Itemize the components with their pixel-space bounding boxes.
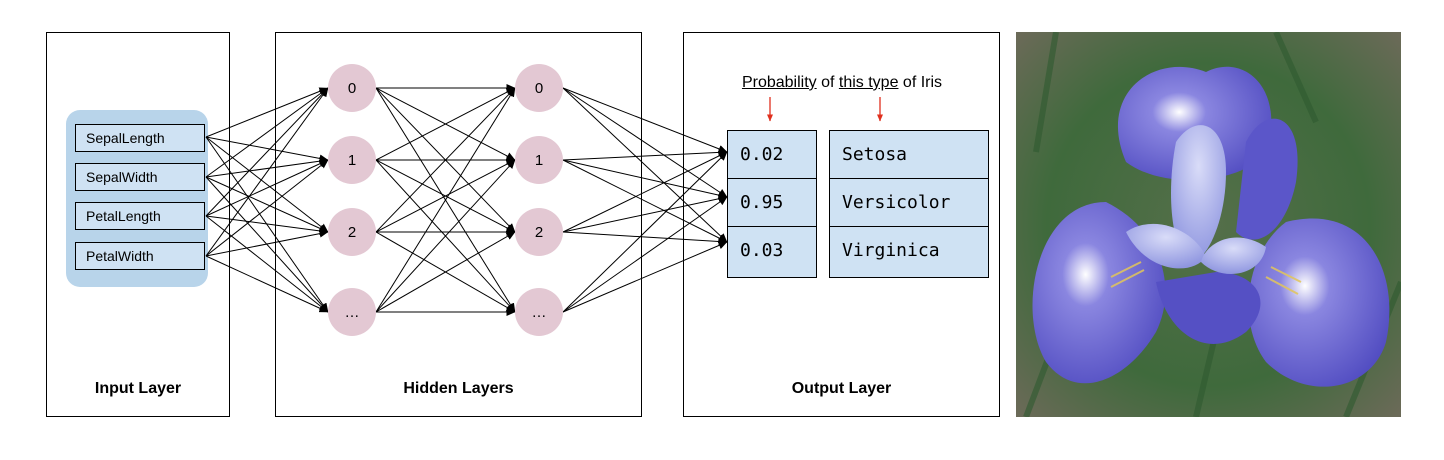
edge-h2-2-out-2 <box>562 231 728 246</box>
feature-box-petal-length: PetalLength <box>75 202 205 230</box>
hidden1-node-3 <box>328 288 376 336</box>
probability-box-virginica: 0.03 <box>727 226 817 278</box>
edge-h2-1-out-2 <box>562 159 728 243</box>
edge-input-3-h1-1 <box>205 159 329 257</box>
edge-input-1-h1-1 <box>205 157 329 178</box>
iris-flower-photo <box>1016 32 1401 417</box>
edge-h2-3-out-0 <box>562 151 728 313</box>
edge-h2-2-out-0 <box>562 151 728 233</box>
edge-input-2-h1-2 <box>205 215 329 235</box>
species-box-versicolor: Versicolor <box>829 178 989 227</box>
hidden1-node-2 <box>328 208 376 256</box>
edge-input-1-h1-2 <box>205 176 329 233</box>
edge-h1-2-h2-0 <box>375 87 516 233</box>
edge-h2-3-out-1 <box>562 196 728 313</box>
caption-probability: Probability <box>741 74 817 91</box>
hidden1-node-1-label: 1 <box>348 152 356 169</box>
edge-input-2-h1-3 <box>205 215 329 313</box>
edge-input-0-h1-2 <box>205 136 329 233</box>
hidden1-node-3-label: … <box>345 304 360 321</box>
hidden1-node-0-label: 0 <box>348 80 356 97</box>
edge-h2-2-out-1 <box>562 194 728 233</box>
edge-input-3-h1-0 <box>205 87 329 257</box>
feature-box-sepal-length: SepalLength <box>75 124 205 152</box>
output-layer-title: Output Layer <box>791 380 892 397</box>
hidden2-node-2 <box>515 208 563 256</box>
edge-h2-1-out-1 <box>562 159 728 200</box>
edge-input-1-h1-0 <box>205 87 329 178</box>
hidden2-node-3-label: … <box>532 304 547 321</box>
edge-h2-0-out-0 <box>562 87 728 153</box>
species-box-virginica: Virginica <box>829 226 989 278</box>
edge-h1-3-h2-0 <box>375 87 516 313</box>
output-caption: Probability of this type of Iris <box>684 74 1000 92</box>
hidden1-node-0 <box>328 64 376 112</box>
edge-h1-3-h2-2 <box>375 231 516 313</box>
edge-h1-2-h2-1 <box>375 159 516 233</box>
hidden2-node-0 <box>515 64 563 112</box>
hidden-layers-title: Hidden Layers <box>403 380 514 397</box>
hidden2-node-2-label: 2 <box>535 224 543 241</box>
probability-box-setosa: 0.02 <box>727 130 817 179</box>
edge-h1-3-h2-1 <box>375 159 516 313</box>
connection-lines <box>205 84 728 316</box>
probability-box-versicolor: 0.95 <box>727 178 817 227</box>
feature-box-sepal-width: SepalWidth <box>75 163 205 191</box>
caption-arrows <box>767 97 883 122</box>
edge-h2-1-out-0 <box>562 148 728 161</box>
hidden1-node-1 <box>328 136 376 184</box>
edge-input-2-h1-1 <box>205 159 329 217</box>
edge-input-0-h1-0 <box>205 87 329 138</box>
feature-box-petal-width: PetalWidth <box>75 242 205 270</box>
species-box-setosa: Setosa <box>829 130 989 179</box>
edge-h2-3-out-2 <box>562 241 728 313</box>
caption-text-2: of Iris <box>898 74 943 91</box>
caption-text-1: of <box>816 74 839 91</box>
caption-this-type: this type <box>838 74 899 91</box>
edge-input-3-h1-3 <box>205 255 329 313</box>
hidden2-node-1 <box>515 136 563 184</box>
edge-h1-1-h2-0 <box>375 87 516 161</box>
hidden1-node-2-label: 2 <box>348 224 356 241</box>
input-layer-title: Input Layer <box>94 380 182 397</box>
hidden2-node-3 <box>515 288 563 336</box>
hidden-nodes: 0 1 2 … 0 1 2 … <box>328 64 563 336</box>
edge-input-0-h1-1 <box>205 136 329 163</box>
edge-input-3-h1-2 <box>205 229 329 257</box>
hidden2-node-1-label: 1 <box>535 152 543 169</box>
edge-h2-0-out-2 <box>562 87 728 243</box>
hidden2-node-0-label: 0 <box>535 80 543 97</box>
edge-input-2-h1-0 <box>205 87 329 217</box>
